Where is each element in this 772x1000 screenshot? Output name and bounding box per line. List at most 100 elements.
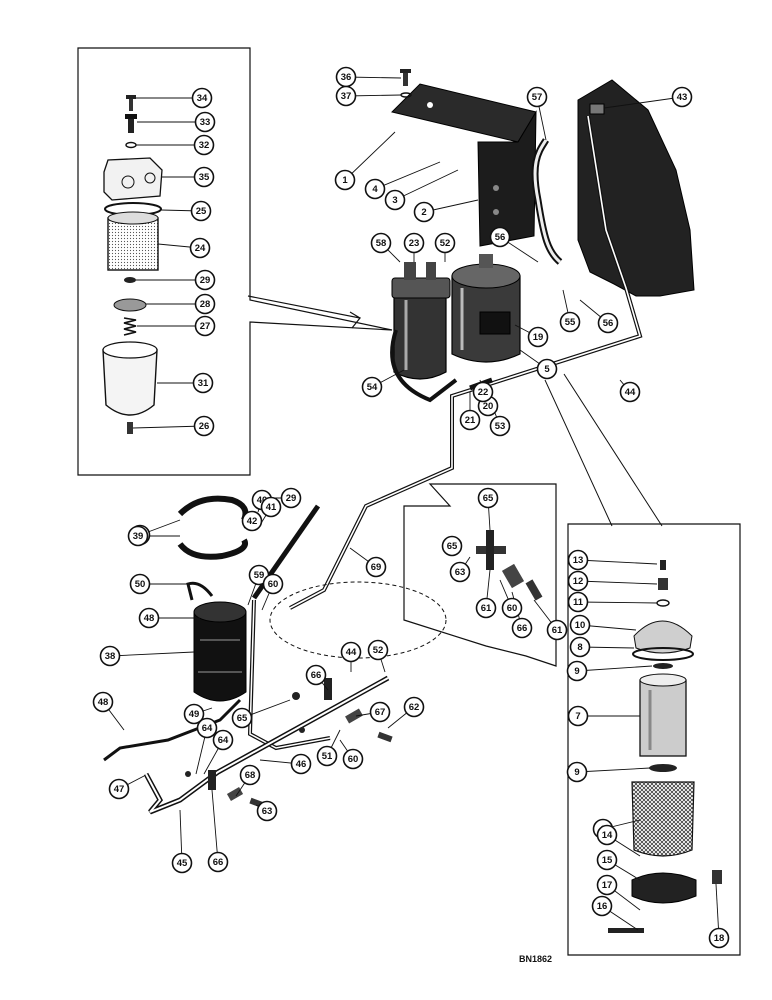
- callout-circle: [361, 376, 383, 398]
- part-callout-16: 16: [591, 895, 613, 917]
- callout-number: 53: [495, 421, 506, 432]
- leader-line: [576, 767, 651, 773]
- part-callout-56: 56: [489, 226, 511, 248]
- part-callout-45: 45: [171, 852, 193, 874]
- callout-number: 51: [322, 751, 333, 762]
- leader-line: [132, 425, 205, 429]
- callout-circle: [99, 645, 121, 667]
- callout-circle: [567, 549, 589, 571]
- callout-circle: [334, 169, 356, 191]
- part-callout-49: 49: [183, 703, 205, 725]
- callout-number: 64: [202, 723, 213, 734]
- callout-circle: [196, 717, 218, 739]
- callout-number: 60: [348, 754, 359, 765]
- callout-number: 39: [133, 531, 144, 542]
- callout-circle: [193, 134, 215, 156]
- callout-number: 22: [478, 387, 489, 398]
- part-callout-11: 11: [567, 591, 589, 613]
- callout-number: 58: [376, 238, 387, 249]
- part-callout-25: 25: [190, 200, 212, 222]
- callout-circle: [239, 764, 261, 786]
- leader-line: [577, 601, 658, 604]
- callout-number: 7: [575, 711, 580, 722]
- callout-number: 65: [237, 713, 248, 724]
- part-callout-7: 7: [567, 705, 589, 727]
- callout-number: 48: [144, 613, 155, 624]
- callout-number: 23: [409, 238, 420, 249]
- callout-number: 3: [392, 195, 397, 206]
- leader-line: [394, 169, 459, 201]
- callout-number: 49: [189, 709, 200, 720]
- callout-number: 48: [98, 697, 109, 708]
- part-callout-60: 60: [501, 597, 523, 619]
- callout-circle: [207, 851, 229, 873]
- callout-number: 8: [577, 642, 582, 653]
- callout-circle: [340, 641, 362, 663]
- callout-number: 50: [135, 579, 146, 590]
- callout-number: 32: [199, 140, 210, 151]
- callout-number: 69: [371, 562, 382, 573]
- leader-line: [577, 559, 658, 565]
- callout-circle: [567, 705, 589, 727]
- part-callout-15: 15: [596, 849, 618, 871]
- callout-circle: [489, 415, 511, 437]
- part-callout-28: 28: [194, 293, 216, 315]
- callout-number: 64: [218, 735, 229, 746]
- part-callout-42: 42: [241, 510, 263, 532]
- callout-number: 35: [199, 172, 210, 183]
- part-callout-52: 52: [434, 232, 456, 254]
- callout-circle: [384, 189, 406, 211]
- primary-filter-housing: [391, 262, 451, 380]
- part-callout-65: 65: [477, 487, 499, 509]
- part-callout-3: 3: [384, 189, 406, 211]
- callout-number: 18: [714, 933, 725, 944]
- part-callout-66: 66: [207, 851, 229, 873]
- callout-number: 20: [483, 401, 494, 412]
- callout-circle: [231, 707, 253, 729]
- part-callout-65: 65: [231, 707, 253, 729]
- callout-labels: 1234567899101112131415161718192021222324…: [92, 66, 730, 949]
- callout-number: 63: [455, 567, 466, 578]
- part-callout-12: 12: [567, 570, 589, 592]
- callout-circle: [194, 111, 216, 133]
- callout-number: 19: [533, 332, 544, 343]
- part-callout-24: 24: [189, 237, 211, 259]
- callout-circle: [501, 597, 523, 619]
- part-callout-51: 51: [316, 745, 338, 767]
- callout-number: 34: [197, 93, 208, 104]
- callout-number: 37: [341, 91, 352, 102]
- callout-number: 5: [544, 364, 550, 375]
- callout-number: 54: [367, 382, 378, 393]
- callout-circle: [475, 597, 497, 619]
- callout-number: 33: [200, 117, 211, 128]
- mounting-bracket: [391, 69, 537, 247]
- part-callout-63: 63: [449, 561, 471, 583]
- engine-block: [577, 79, 695, 297]
- part-callout-35: 35: [193, 166, 215, 188]
- callout-circle: [619, 381, 641, 403]
- filter-element-inset: [77, 47, 393, 476]
- part-callout-62: 62: [403, 696, 425, 718]
- part-callout-18: 18: [708, 927, 730, 949]
- callout-number: 57: [532, 92, 543, 103]
- callout-number: 56: [495, 232, 506, 243]
- part-callout-8: 8: [569, 636, 591, 658]
- callout-number: 67: [375, 707, 386, 718]
- part-callout-27: 27: [194, 315, 216, 337]
- part-callout-38: 38: [99, 645, 121, 667]
- callout-circle: [566, 660, 588, 682]
- part-callout-69: 69: [365, 556, 387, 578]
- callout-circle: [527, 326, 549, 348]
- callout-number: 25: [196, 206, 207, 217]
- clip-detail-inset: [403, 483, 557, 667]
- part-callout-60: 60: [342, 748, 364, 770]
- callout-number: 66: [517, 623, 528, 634]
- callout-circle: [189, 237, 211, 259]
- callout-circle: [365, 556, 387, 578]
- leader-line: [374, 161, 441, 190]
- callout-number: 38: [105, 651, 116, 662]
- callout-circle: [305, 664, 327, 686]
- part-callout-34: 34: [191, 87, 213, 109]
- callout-number: 44: [625, 387, 636, 398]
- leader-line: [577, 580, 658, 585]
